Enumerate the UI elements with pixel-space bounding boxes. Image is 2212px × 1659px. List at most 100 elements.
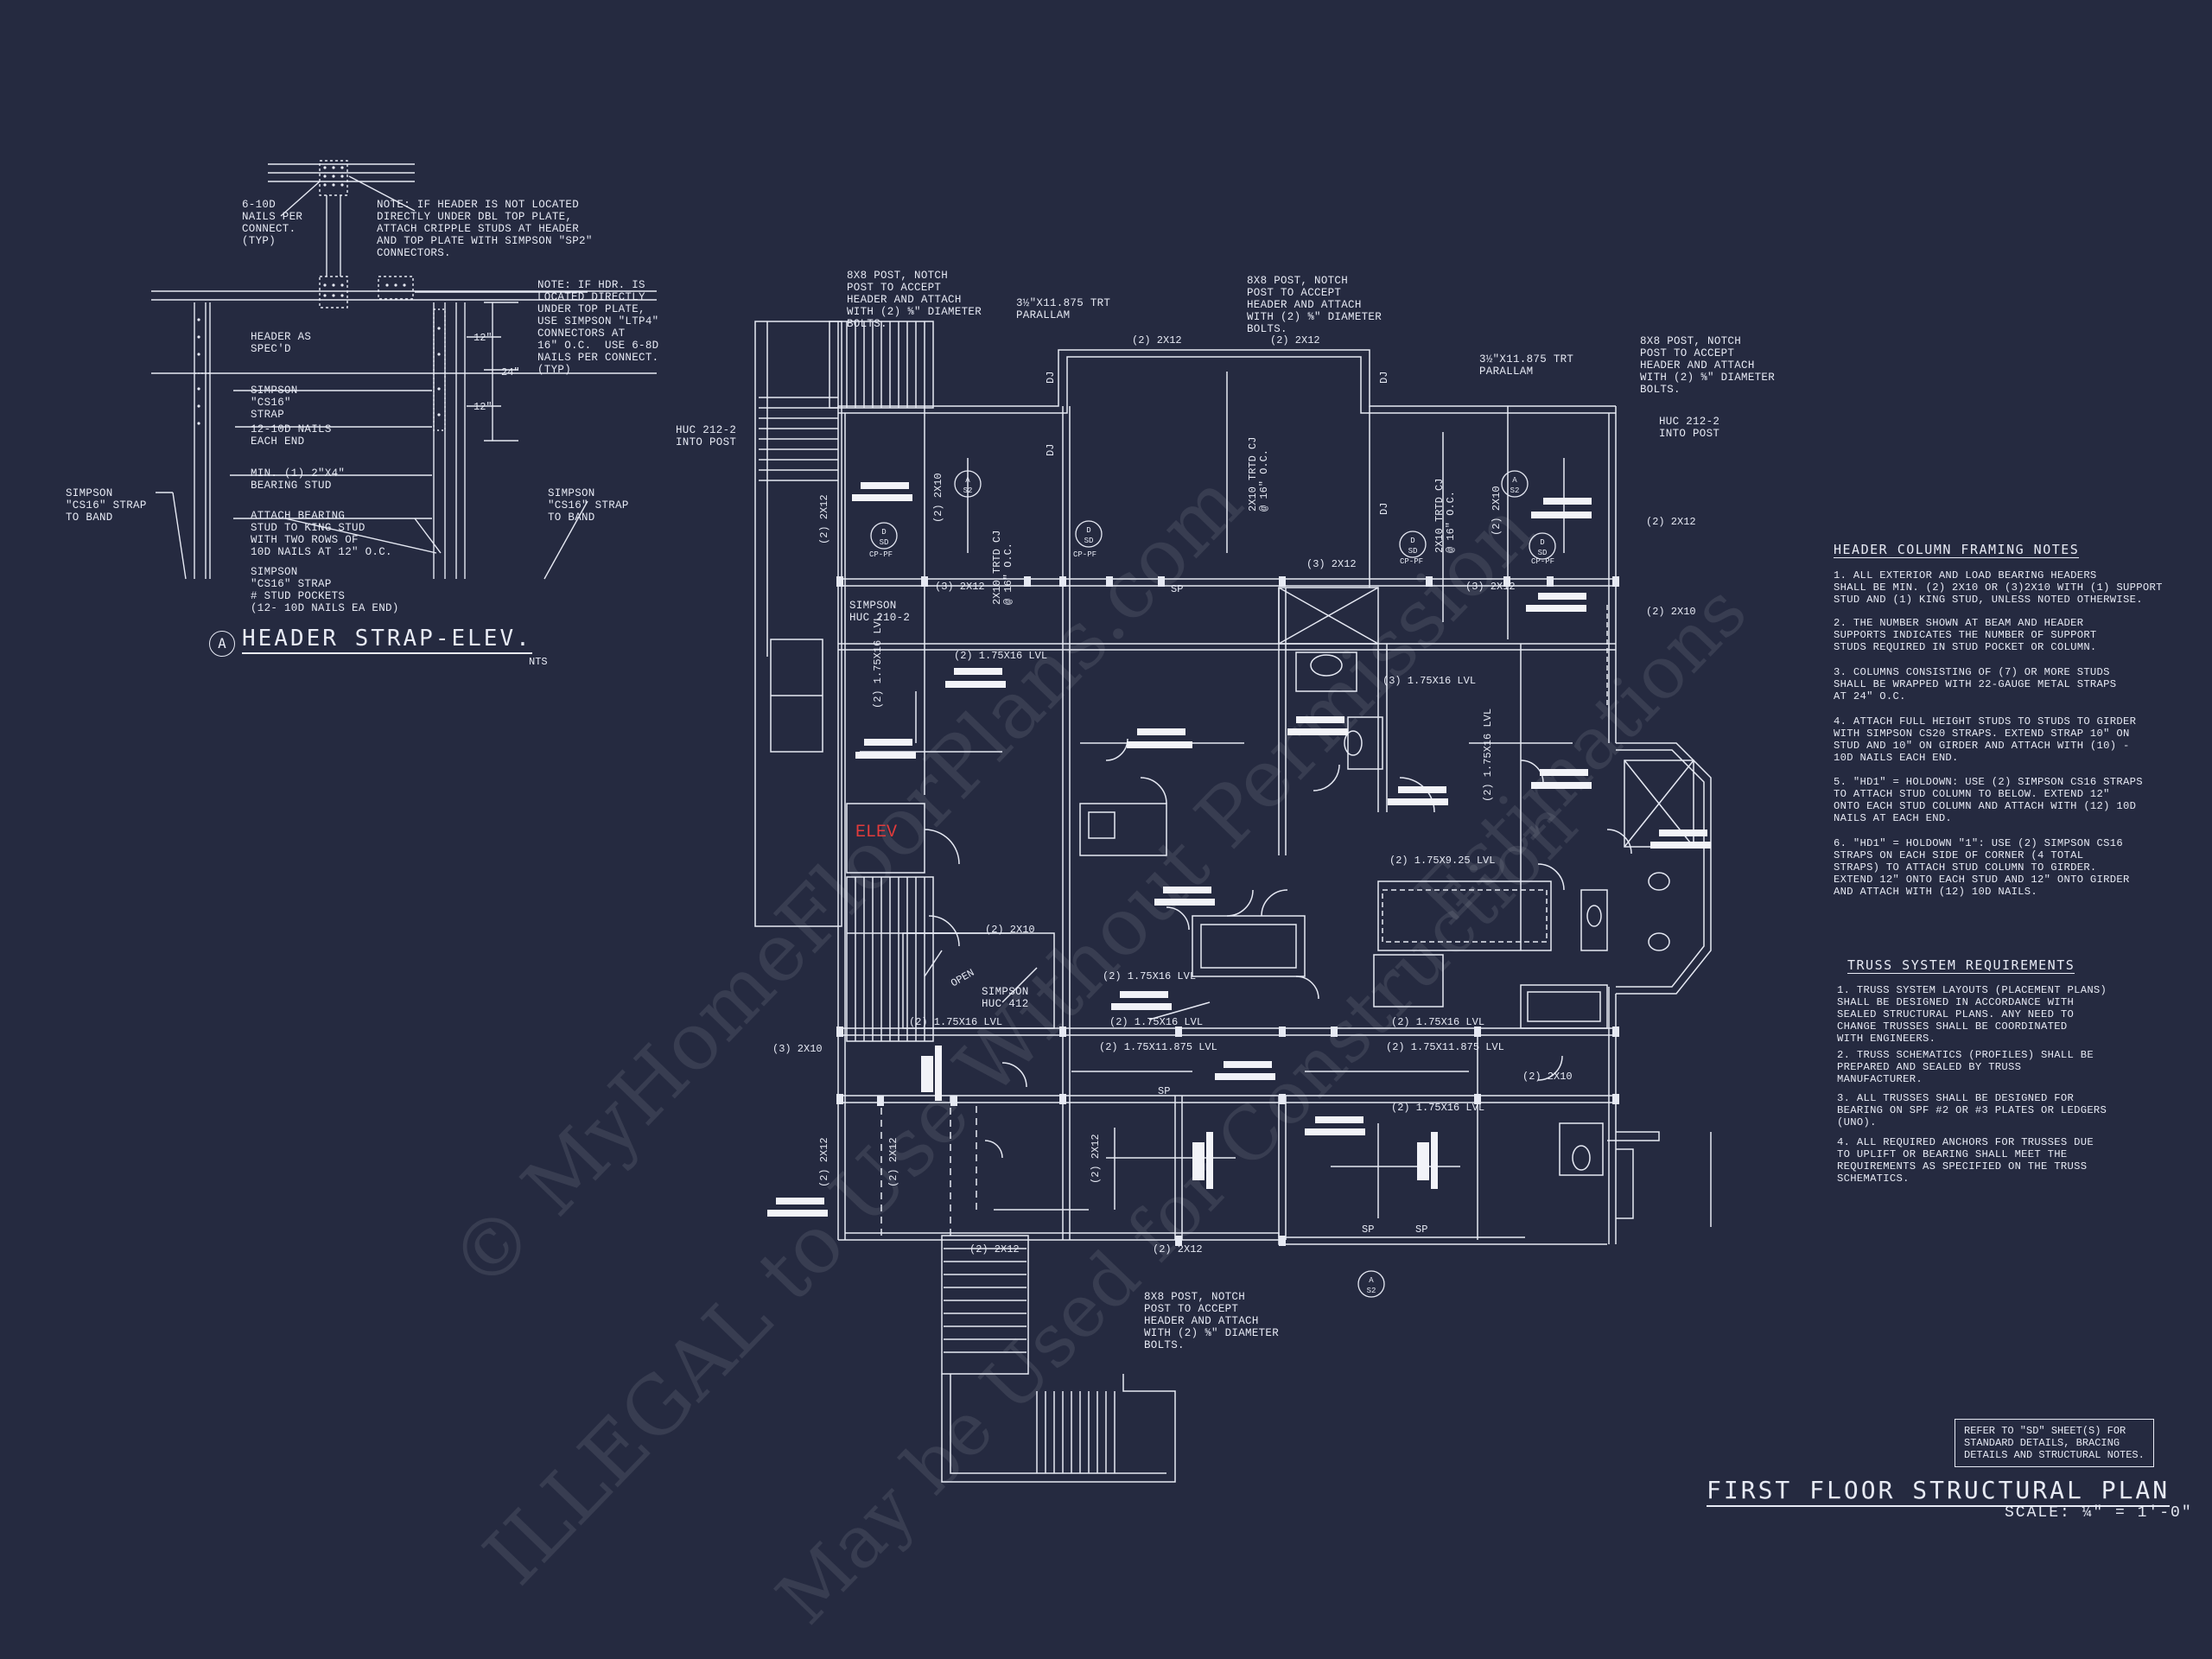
room-tag bbox=[1650, 842, 1711, 849]
simpson-huc210: SIMPSON HUC 210-2 bbox=[849, 600, 911, 624]
beam-label: (2) 2x12 bbox=[1646, 516, 1696, 528]
dim-12-bottom: 12" bbox=[474, 401, 493, 413]
svg-text:S2: S2 bbox=[1510, 486, 1520, 495]
room-tag bbox=[1224, 1061, 1272, 1068]
note-nails-each-end: 12-10d NAILS EACH END bbox=[251, 423, 332, 448]
ceiling-joist-label: 2x10 TRTD CJ @ 16" O.C. bbox=[1247, 436, 1270, 512]
room-tag bbox=[921, 1056, 933, 1092]
beam-label: (2) 2x10 bbox=[985, 924, 1035, 936]
note-hdr-located: NOTE: IF HDR. IS LOCATED DIRECTLY UNDER … bbox=[537, 279, 659, 376]
room-tag bbox=[1127, 741, 1192, 748]
beam-label: (3) 2x12 bbox=[935, 581, 985, 593]
sp-marker: SP bbox=[1362, 1224, 1375, 1236]
beam-label: (2) 1.75x16 LVL bbox=[1391, 1102, 1485, 1114]
room-tag bbox=[864, 739, 912, 746]
beam-label: (3) 2x12 bbox=[1465, 581, 1516, 593]
note-strap-to-band-left: SIMPSON "CS16" STRAP TO BAND bbox=[66, 487, 147, 524]
room-tag bbox=[1531, 782, 1592, 789]
room-tag bbox=[1111, 1003, 1172, 1010]
huc-left: HUC 212-2 INTO POST bbox=[676, 424, 737, 448]
svg-text:SD: SD bbox=[1084, 537, 1094, 545]
room-tag bbox=[1215, 1073, 1275, 1080]
truss-note-3: 3. ALL TRUSSES SHALL BE DESIGNED FOR BEA… bbox=[1837, 1092, 2107, 1128]
room-tag bbox=[1296, 716, 1344, 723]
cp-pf-marker: CP-PF bbox=[1531, 557, 1555, 566]
beam-label: (2) 2x10 bbox=[1646, 606, 1696, 618]
svg-text:A: A bbox=[1369, 1276, 1374, 1285]
room-tag bbox=[1305, 1128, 1365, 1135]
floor-plan-drawing: AS2 DSD DSD DSD AS2 DSD AS2 bbox=[754, 321, 1712, 1483]
parallam-right: 3½"x11.875 TRT PARALLAM bbox=[1479, 353, 1574, 378]
room-tag bbox=[1431, 1132, 1438, 1189]
beam-label: (2) 1.75x16 LVL bbox=[954, 650, 1048, 662]
room-tag bbox=[855, 752, 916, 759]
header-column-note-5: 5. "HD1" = HOLDOWN: USE (2) SIMPSON CS16… bbox=[1834, 776, 2143, 824]
beam-label: (3) 2x10 bbox=[772, 1043, 823, 1055]
room-tag bbox=[1659, 830, 1707, 836]
beam-label: (2) 1.75x16 LVL bbox=[1482, 708, 1494, 802]
beam-label: (2) 2x10 bbox=[1522, 1071, 1573, 1083]
room-tag bbox=[1526, 605, 1586, 612]
header-column-note-6: 6. "HD1" = HOLDOWN "1": USE (2) SIMPSON … bbox=[1834, 837, 2130, 898]
beam-label: (2) 1.75x16 LVL bbox=[909, 1016, 1003, 1028]
room-tag bbox=[767, 1210, 828, 1217]
room-tag bbox=[935, 1046, 942, 1101]
detail-marker-letter: A bbox=[218, 635, 226, 652]
beam-label: (2) 1.75x11.875 LVL bbox=[1386, 1041, 1504, 1053]
post-note-top-left: 8x8 POST, NOTCH POST TO ACCEPT HEADER AN… bbox=[847, 270, 982, 330]
cp-pf-marker: CP-PF bbox=[869, 550, 893, 559]
header-column-note-4: 4. ATTACH FULL HEIGHT STUDS TO STUDS TO … bbox=[1834, 715, 2137, 764]
beam-label: (2) 2x12 bbox=[1132, 334, 1182, 346]
room-tag bbox=[1192, 1142, 1205, 1180]
beam-label: (2) 2x12 bbox=[1270, 334, 1320, 346]
beam-label: (2) 2x12 bbox=[969, 1243, 1020, 1255]
note-nails-per-connect: 6-10d NAILS PER CONNECT. (TYP) bbox=[242, 199, 303, 247]
header-column-note-2: 2. THE NUMBER SHOWN AT BEAM AND HEADER S… bbox=[1834, 617, 2097, 653]
dj-marker: DJ bbox=[1045, 371, 1057, 384]
post-note-top-right: 8x8 POST, NOTCH POST TO ACCEPT HEADER AN… bbox=[1640, 335, 1776, 396]
svg-text:D: D bbox=[1086, 526, 1090, 535]
beam-label: (2) 1.75x11.875 LVL bbox=[1099, 1041, 1217, 1053]
room-tag bbox=[1206, 1132, 1213, 1189]
svg-text:SD: SD bbox=[1538, 549, 1548, 557]
room-tag bbox=[1398, 786, 1446, 793]
sp-marker: SP bbox=[1415, 1224, 1428, 1236]
room-tag bbox=[1538, 593, 1586, 600]
elevator-label: ELEV bbox=[855, 823, 898, 842]
beam-label: (2) 2x12 bbox=[818, 494, 830, 544]
room-tag bbox=[776, 1198, 824, 1205]
room-tag bbox=[1315, 1116, 1363, 1123]
note-header-not-located: NOTE: IF HEADER IS NOT LOCATED DIRECTLY … bbox=[377, 199, 593, 259]
sheet-title: FIRST FLOOR STRUCTURAL PLAN bbox=[1707, 1476, 2171, 1507]
header-strap-detail-drawing bbox=[151, 160, 657, 580]
truss-note-1: 1. TRUSS SYSTEM LAYOUTS (PLACEMENT PLANS… bbox=[1837, 984, 2107, 1045]
svg-text:SD: SD bbox=[880, 538, 889, 547]
beam-label: (2) 2x12 bbox=[1153, 1243, 1203, 1255]
note-attach-bearing-stud: ATTACH BEARING STUD TO KING STUD WITH TW… bbox=[251, 510, 392, 558]
reference-note-box: REFER TO "SD" SHEET(S) FOR STANDARD DETA… bbox=[1955, 1419, 2154, 1467]
post-note-top-center: 8x8 POST, NOTCH POST TO ACCEPT HEADER AN… bbox=[1247, 275, 1382, 335]
svg-text:A: A bbox=[1512, 476, 1517, 485]
detail-marker-circle: A bbox=[209, 631, 235, 657]
sp-marker: SP bbox=[1171, 583, 1184, 595]
room-tag bbox=[1543, 498, 1592, 505]
beam-label: (2) 2x10 bbox=[932, 473, 944, 523]
truss-requirements-title: TRUSS SYSTEM REQUIREMENTS bbox=[1847, 957, 2075, 974]
beam-label: (3) 1.75x16 LVL bbox=[1382, 675, 1477, 687]
room-tag bbox=[1417, 1142, 1429, 1180]
header-column-notes-title: HEADER COLUMN FRAMING NOTES bbox=[1834, 542, 2080, 558]
room-tag bbox=[945, 681, 1006, 688]
ceiling-joist-label: 2x10 TRTD CJ @ 16" O.C. bbox=[991, 530, 1014, 605]
room-tag bbox=[1163, 887, 1211, 893]
note-header-as-specd: HEADER AS SPEC'D bbox=[251, 331, 312, 355]
beam-label: (2) 1.75x9.25 LVL bbox=[1389, 855, 1496, 867]
room-tag bbox=[852, 494, 912, 501]
dim-12-top: 12" bbox=[474, 332, 493, 344]
room-tag bbox=[1531, 512, 1592, 518]
beam-label: (2) 2x10 bbox=[1491, 486, 1503, 536]
header-column-note-3: 3. COLUMNS CONSISTING OF (7) OR MORE STU… bbox=[1834, 666, 2117, 702]
note-strap-to-band-right: SIMPSON "CS16" STRAP TO BAND bbox=[548, 487, 629, 524]
svg-text:S2: S2 bbox=[1367, 1287, 1376, 1295]
ceiling-joist-label: 2x10 TRTD CJ @ 16" O.C. bbox=[1433, 478, 1457, 553]
